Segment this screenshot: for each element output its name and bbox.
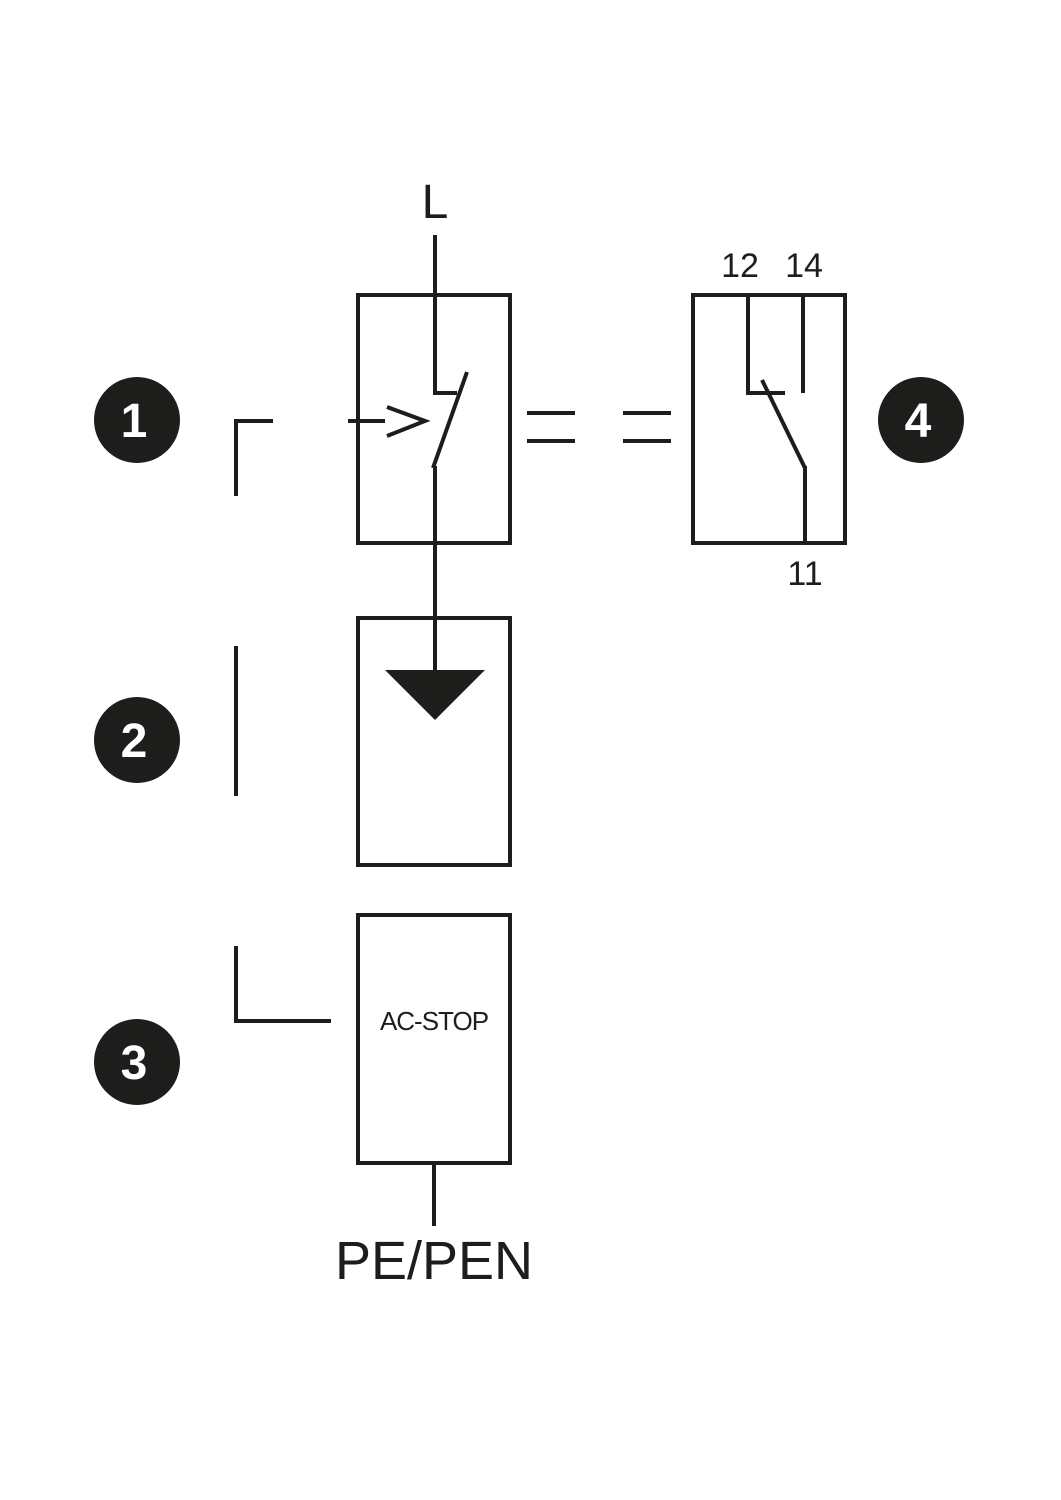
svg-text:3: 3 xyxy=(121,1037,148,1090)
label-contact-12: 12 xyxy=(721,247,759,285)
label-earth: PE/PEN xyxy=(335,1231,533,1291)
contact-blade xyxy=(760,379,807,469)
marker-2: 2 xyxy=(94,697,180,783)
switch-blade xyxy=(431,371,469,469)
disconnector-box xyxy=(356,293,512,545)
arrester-triangle-icon xyxy=(385,670,485,720)
label-line: L xyxy=(422,176,449,229)
svg-text:4: 4 xyxy=(905,395,932,448)
bracket-3 xyxy=(234,946,331,1023)
remote-contact-box xyxy=(691,293,847,545)
contact-12-line xyxy=(746,295,785,395)
ac-stop-box xyxy=(356,913,512,1165)
equals-sign-left xyxy=(527,411,575,443)
trip-arrow-head xyxy=(386,405,431,438)
svg-text:2: 2 xyxy=(121,715,148,768)
marker-3: 3 xyxy=(94,1019,180,1105)
marker-4: 4 xyxy=(878,377,964,463)
equals-sign-right xyxy=(623,411,671,443)
ac-stop-label: AC-STOP xyxy=(380,1006,488,1036)
svg-text:1: 1 xyxy=(121,395,148,448)
label-contact-11: 11 xyxy=(787,555,822,593)
bracket-1 xyxy=(234,419,273,496)
marker-1: 1 xyxy=(94,377,180,463)
label-contact-14: 14 xyxy=(785,247,823,285)
arrester-box xyxy=(356,616,512,867)
